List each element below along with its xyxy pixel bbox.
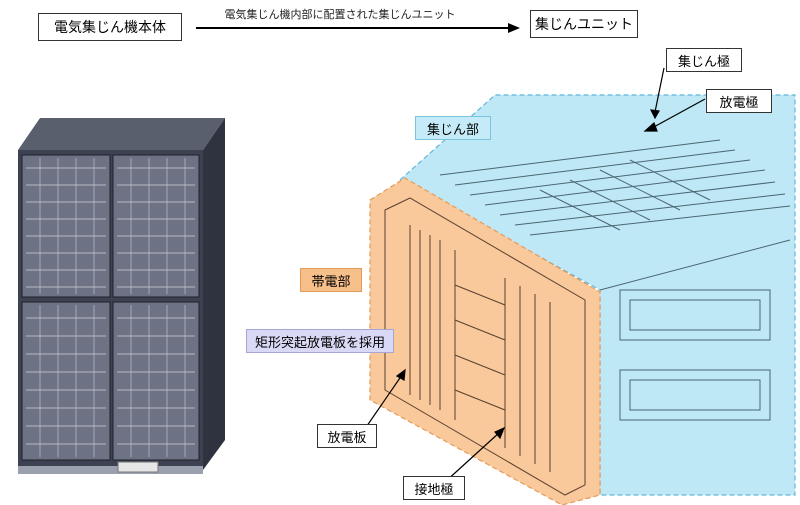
precipitator-cabinet-image bbox=[18, 118, 225, 474]
header-arrow bbox=[196, 23, 520, 33]
collecting-section-label: 集じん部 bbox=[415, 116, 491, 140]
collecting-electrode-label: 集じん極 bbox=[666, 48, 742, 72]
arrow-caption: 電気集じん機内部に配置された集じんユニット bbox=[224, 8, 456, 21]
ground-electrode-label: 接地極 bbox=[403, 476, 465, 500]
plate-note-label: 矩形突起放電板を採用 bbox=[246, 329, 394, 353]
main-unit-title: 電気集じん機本体 bbox=[38, 13, 182, 41]
charging-section-shape bbox=[369, 177, 601, 505]
discharge-electrode-label: 放電極 bbox=[706, 89, 772, 113]
collecting-unit-title: 集じんユニット bbox=[530, 10, 638, 38]
collecting-section-shape bbox=[398, 94, 796, 496]
discharge-plate-label: 放電板 bbox=[317, 424, 377, 448]
charging-section-label: 帯電部 bbox=[300, 268, 362, 292]
leader-lines bbox=[359, 67, 706, 483]
